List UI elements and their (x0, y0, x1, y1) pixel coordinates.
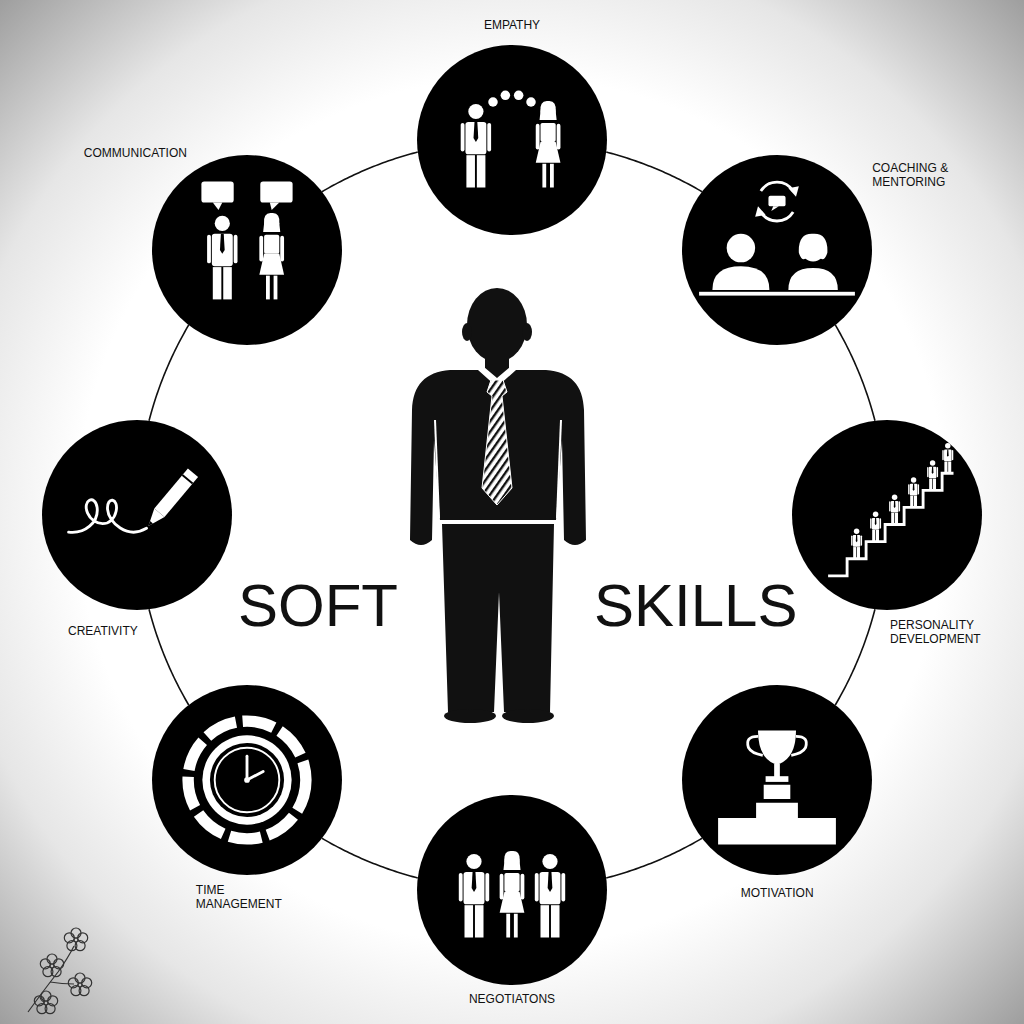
man-head (467, 288, 527, 362)
label-slot: TIME MANAGEMENT (196, 883, 292, 911)
creativity-icon (69, 468, 198, 532)
flower (34, 991, 57, 1014)
skill-circle: EMPATHY (417, 45, 607, 235)
arm-gap (557, 420, 561, 518)
circle-outline (792, 420, 982, 610)
trophy-icon (718, 731, 836, 845)
man-ear (462, 323, 472, 341)
ring-connector (149, 609, 189, 705)
man-neck (485, 352, 509, 372)
clock-icon (188, 721, 306, 839)
title-slot: SOFT (238, 576, 398, 636)
coaching-icon (699, 182, 855, 295)
man-torso (410, 370, 586, 545)
circle-fill (682, 155, 872, 345)
ring-connector (606, 838, 702, 878)
central-man (410, 288, 586, 723)
stairs-icon (828, 443, 953, 576)
man-tie (482, 380, 512, 505)
skill-circle: CREATIVITY (42, 420, 232, 610)
skill-label: COACHING & MENTORING (872, 161, 954, 189)
skill-circle: NEGOTIATONS (417, 795, 607, 985)
circle-fill (152, 685, 342, 875)
label-slot: EMPATHY (417, 18, 607, 32)
label-slot: COMMUNICATION (84, 146, 204, 160)
negotiation-icon (459, 851, 565, 938)
circle-outline (417, 45, 607, 235)
skill-circle: COMMUNICATION (152, 155, 342, 345)
skill-circle: COACHING & MENTORING (682, 155, 872, 345)
circle-outline (682, 685, 872, 875)
label-slot: CREATIVITY (68, 624, 178, 638)
skill-circle: MOTIVATION (682, 685, 872, 875)
label-slot: MOTIVATION (682, 886, 872, 900)
circle-outline (42, 420, 232, 610)
skill-circle: PERSONALITY DEVELOPMENT (792, 420, 982, 610)
circle-fill (417, 45, 607, 235)
skill-label: COMMUNICATION (84, 146, 204, 160)
label-slot: NEGOTIATONS (417, 992, 607, 1006)
skill-label: MOTIVATION (682, 886, 872, 900)
title-word: SOFT (238, 576, 398, 636)
circle-fill (42, 420, 232, 610)
title-slot: SKILLS (594, 576, 797, 636)
stem (50, 982, 74, 984)
ring-connector (606, 152, 702, 192)
circle-fill (152, 155, 342, 345)
empathy-icon (461, 91, 561, 188)
communication-icon (201, 181, 292, 299)
skill-circle: TIME MANAGEMENT (152, 685, 342, 875)
flower-doodle (28, 928, 92, 1014)
flower (40, 954, 63, 977)
label-slot: PERSONALITY DEVELOPMENT (890, 618, 1000, 646)
skill-label: CREATIVITY (68, 624, 178, 638)
skill-label: EMPATHY (417, 18, 607, 32)
ring-connector (149, 325, 189, 421)
man-trousers (442, 524, 554, 712)
circle-outline (152, 155, 342, 345)
label-slot: COACHING & MENTORING (872, 161, 954, 189)
ring-connector (835, 325, 875, 421)
arm-gap (435, 420, 439, 518)
man-ear (522, 323, 532, 341)
ring-connector (322, 152, 418, 192)
circle-fill (792, 420, 982, 610)
man-shoe (444, 709, 496, 723)
circle-fill (682, 685, 872, 875)
skill-label: PERSONALITY DEVELOPMENT (890, 618, 1000, 646)
circle-outline (682, 155, 872, 345)
man-shoe (502, 709, 554, 723)
flower (68, 973, 91, 996)
ring-connector (835, 609, 875, 705)
skill-label: NEGOTIATONS (417, 992, 607, 1006)
ring-connector (322, 838, 418, 878)
circle-outline (152, 685, 342, 875)
circle-outline (417, 795, 607, 985)
flower (64, 928, 87, 951)
circle-fill (417, 795, 607, 985)
skill-label: TIME MANAGEMENT (196, 883, 292, 911)
title-word: SKILLS (594, 576, 797, 636)
